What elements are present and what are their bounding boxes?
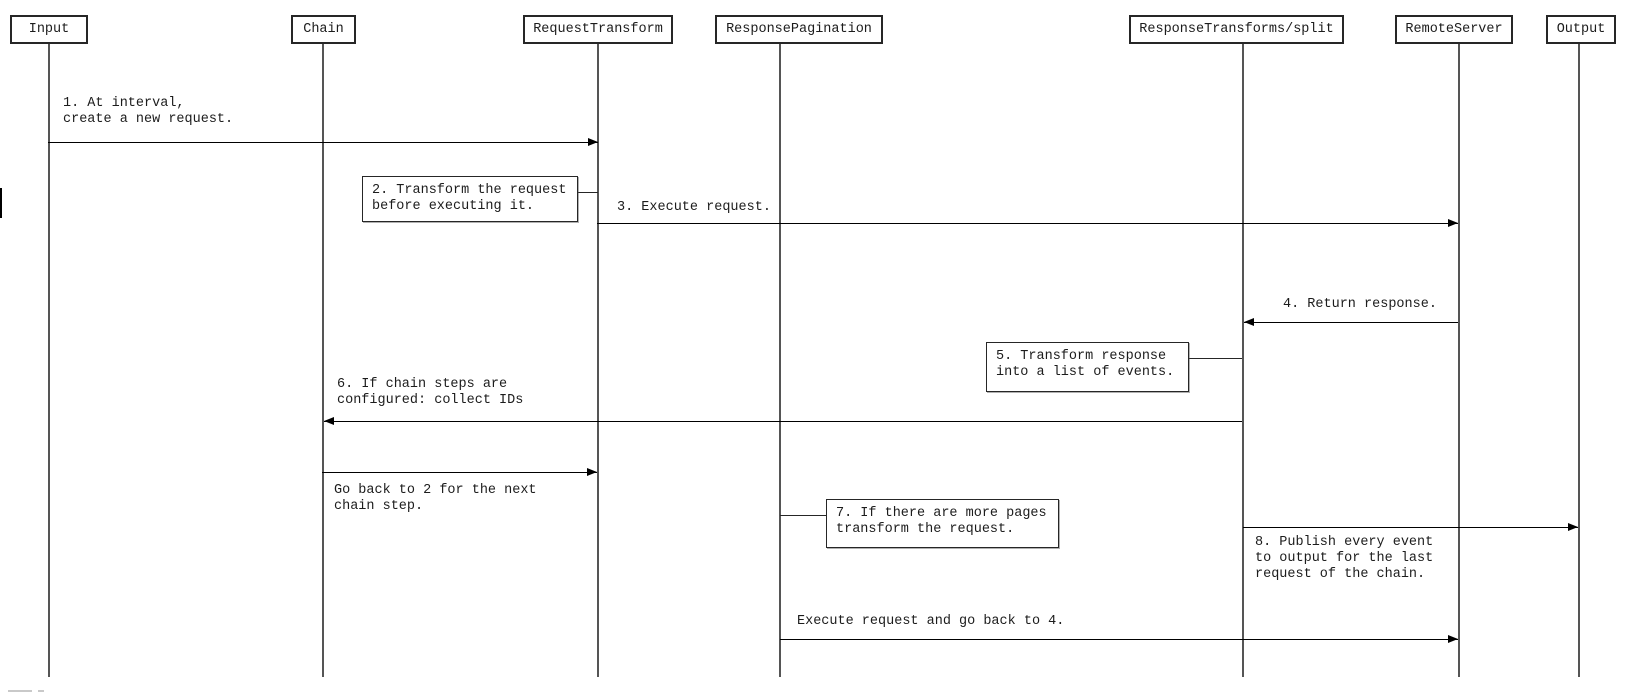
note-7-connector [780, 515, 826, 516]
message-1-label: 1. At interval, create a new request. [63, 96, 234, 127]
arrowhead-left-icon [324, 417, 334, 425]
actor-response-transforms-split-label: ResponseTransforms/split [1139, 21, 1334, 37]
edge-artifact [0, 188, 2, 218]
message-execute-arrow [780, 635, 1458, 643]
actor-request-transform-label: RequestTransform [533, 21, 663, 37]
lifeline-output [1578, 44, 1580, 677]
actor-response-transforms-split: ResponseTransforms/split [1129, 15, 1344, 44]
actor-input-label: Input [28, 21, 70, 37]
actor-output: Output [1546, 15, 1616, 44]
actor-response-pagination: ResponsePagination [715, 15, 883, 44]
message-8-label: 8. Publish every event to output for the… [1255, 535, 1434, 582]
message-4-label: 4. Return response. [1283, 297, 1437, 312]
lifeline-remote-server [1458, 44, 1460, 677]
arrowhead-right-icon [1448, 635, 1458, 643]
message-1-arrow [48, 138, 598, 146]
message-6-label: 6. If chain steps are configured: collec… [337, 377, 524, 408]
lifeline-chain [322, 44, 324, 677]
note-5: 5. Transform response into a list of eve… [986, 342, 1189, 392]
message-goback-arrow [322, 468, 597, 476]
message-execute-label: Execute request and go back to 4. [797, 614, 1065, 629]
arrowhead-right-icon [588, 138, 598, 146]
note-5-connector [1189, 358, 1242, 359]
note-2: 2. Transform the request before executin… [362, 176, 578, 222]
actor-output-label: Output [1556, 21, 1606, 37]
arrowhead-right-icon [1568, 523, 1578, 531]
message-8-arrow [1243, 523, 1578, 531]
actor-remote-server: RemoteServer [1395, 15, 1513, 44]
message-4-arrow [1244, 318, 1458, 326]
actor-chain: Chain [291, 15, 356, 44]
actor-request-transform: RequestTransform [523, 15, 673, 44]
actor-response-pagination-label: ResponsePagination [726, 21, 872, 37]
actor-chain-label: Chain [303, 21, 344, 37]
message-3-arrow [597, 219, 1458, 227]
message-3-label: 3. Execute request. [617, 200, 771, 215]
message-goback-label: Go back to 2 for the next chain step. [334, 483, 537, 514]
actor-input: Input [10, 15, 88, 44]
actor-remote-server-label: RemoteServer [1405, 21, 1503, 37]
lifeline-request-transform [597, 44, 599, 677]
edge-artifact [38, 690, 44, 692]
arrowhead-right-icon [1448, 219, 1458, 227]
arrowhead-right-icon [587, 468, 597, 476]
lifeline-response-transforms-split [1242, 44, 1244, 677]
lifeline-response-pagination [779, 44, 781, 677]
message-6-arrow [324, 417, 1242, 425]
arrowhead-left-icon [1244, 318, 1254, 326]
note-7: 7. If there are more pages transform the… [826, 499, 1059, 548]
lifeline-input [48, 44, 50, 677]
edge-artifact [8, 690, 32, 692]
note-2-connector [578, 192, 598, 193]
